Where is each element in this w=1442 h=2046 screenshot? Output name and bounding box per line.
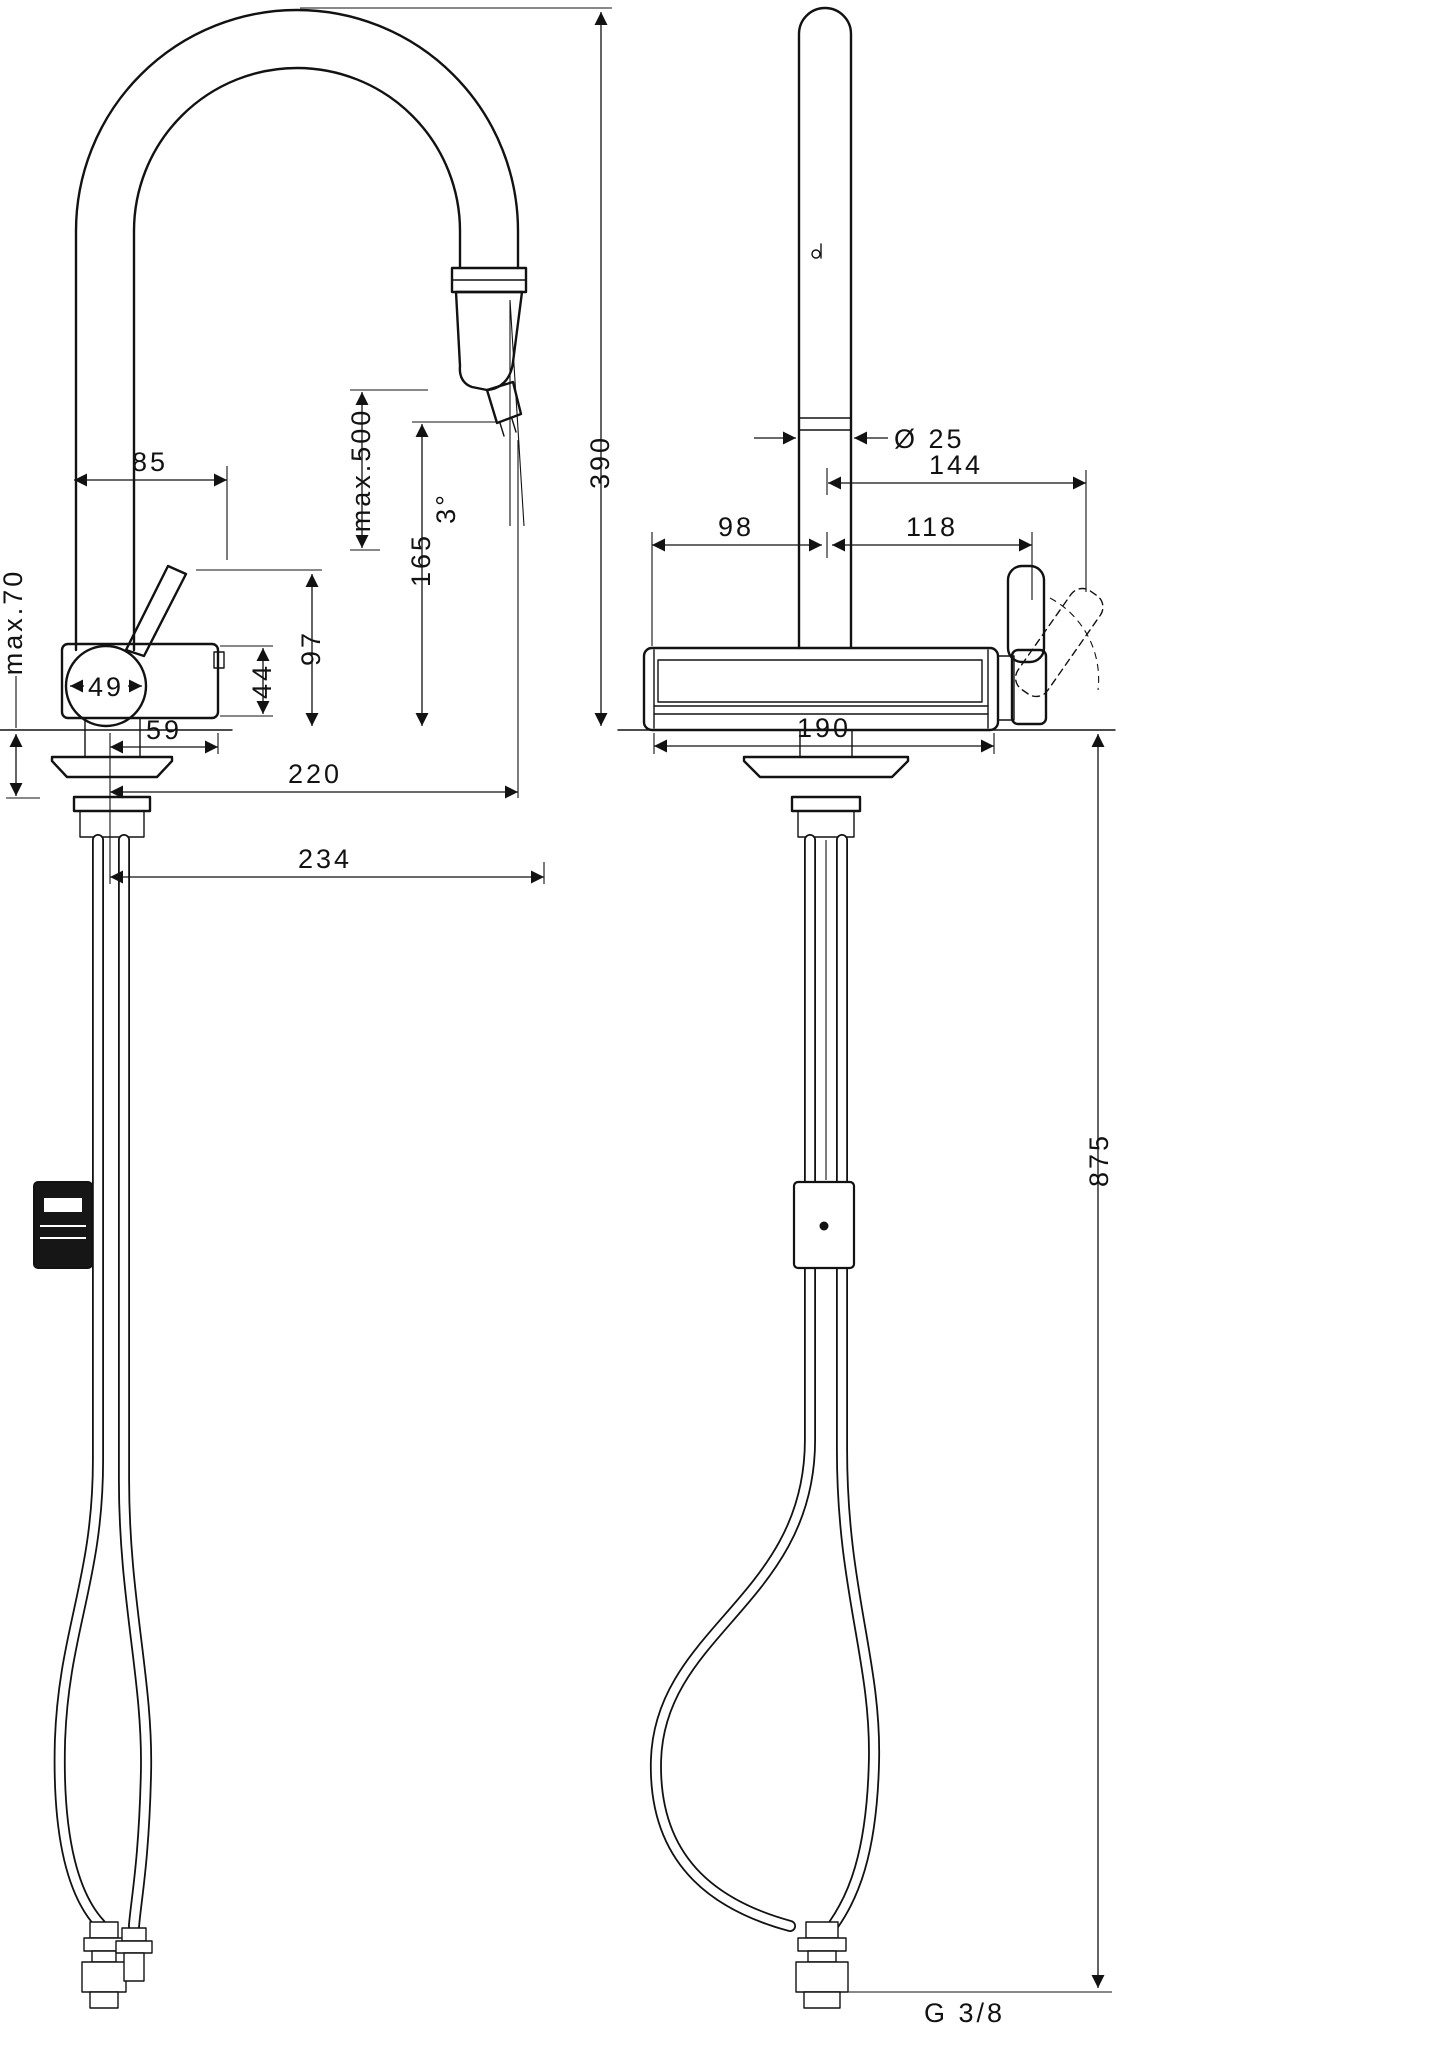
threaded-shank-left [79, 810, 145, 838]
handle-swing-arc [1049, 597, 1100, 691]
dim-190-label: 190 [797, 713, 851, 743]
valve-window [44, 1198, 82, 1212]
threaded-shank-right [797, 810, 855, 838]
mounting-nut-right [790, 795, 862, 813]
lever-handle [124, 564, 188, 658]
hose1-right-inner [651, 835, 815, 1931]
dim-97-label: 97 [296, 630, 326, 666]
handle-dashed-position [1014, 587, 1104, 698]
fitting-segment [81, 1961, 127, 1993]
dim-118-label: 118 [906, 512, 958, 542]
hose-fitting-left-1 [81, 1921, 127, 2009]
handle-hub-circle [64, 644, 148, 728]
waterfall-grille [657, 659, 983, 703]
hose1-right-outer [649, 834, 816, 1932]
hose-fitting-right [795, 1921, 849, 2009]
hose2-left-inner [119, 835, 151, 1931]
handle-pivot [1010, 648, 1048, 726]
dim-59-label: 59 [146, 715, 182, 745]
spout-outer-outline [74, 8, 520, 652]
spray-head-nozzle [485, 380, 523, 425]
handle-solid [1006, 564, 1046, 664]
hose1-left-inner [55, 835, 105, 1929]
escutcheon-left [50, 755, 174, 779]
dim-875-label: 875 [1084, 1133, 1114, 1187]
spray-angle-lines [509, 299, 525, 527]
fitting-segment [91, 1950, 117, 1963]
ext-max500 [350, 389, 428, 551]
dim-3deg-label: 3° [431, 492, 461, 524]
body-end-caps [653, 649, 989, 729]
body-notch [213, 651, 225, 669]
spray-tip-lines [499, 418, 517, 437]
dim-49-label: 49 [88, 672, 124, 702]
brand-mark [811, 249, 821, 259]
spray-head-ring [450, 266, 528, 294]
dim-max500-label: max.500 [346, 408, 376, 533]
fitting-segment [121, 1927, 147, 1942]
hose2-right-inner [829, 835, 879, 1929]
fitting-segment [807, 1950, 837, 1963]
dim-98-label: 98 [718, 512, 754, 542]
dim-234-label: 234 [298, 844, 352, 874]
dim-85-label: 85 [132, 447, 168, 477]
escutcheon-right [742, 755, 910, 779]
fitting-segment [797, 1937, 847, 1952]
hose-fitting-left-2 [115, 1927, 153, 1982]
left-view [0, 8, 528, 2009]
fitting-segment [805, 1921, 839, 1939]
right-view-dimensions: Ø 25 144 98 118 190 875 G 3/8 [651, 424, 1114, 2028]
mounting-nut-left [72, 795, 152, 813]
spout-inner-outline [132, 66, 462, 652]
dim-max70-label: max.70 [0, 569, 28, 676]
fitting-segment [115, 1940, 153, 1954]
pipe-outline [797, 6, 853, 650]
valve-slits [40, 1225, 86, 1239]
body-bottom-lines [653, 705, 989, 715]
fitting-segment [123, 1952, 145, 1982]
ext-44 [220, 645, 273, 717]
pipe-joint-lines [798, 417, 852, 431]
valve-button [819, 1221, 829, 1231]
fitting-segment [89, 1991, 119, 2009]
dim-44-label: 44 [247, 663, 277, 699]
dim-144-label: 144 [929, 450, 983, 480]
dim-220-label: 220 [288, 759, 342, 789]
dim-165-label: 165 [406, 533, 436, 587]
dim-390-label: 390 [585, 435, 615, 489]
dim-g38-label: G 3/8 [924, 1998, 1005, 2028]
handle-mount [997, 655, 1015, 721]
fitting-segment [89, 1921, 119, 1939]
fitting-segment [803, 1991, 841, 2009]
dim-d25-label: Ø 25 [894, 424, 965, 454]
right-view [617, 6, 1116, 2009]
left-view-dimensions: 85 max.500 165 390 97 44 49 max.70 59 22… [0, 7, 615, 884]
fitting-segment [795, 1961, 849, 1993]
